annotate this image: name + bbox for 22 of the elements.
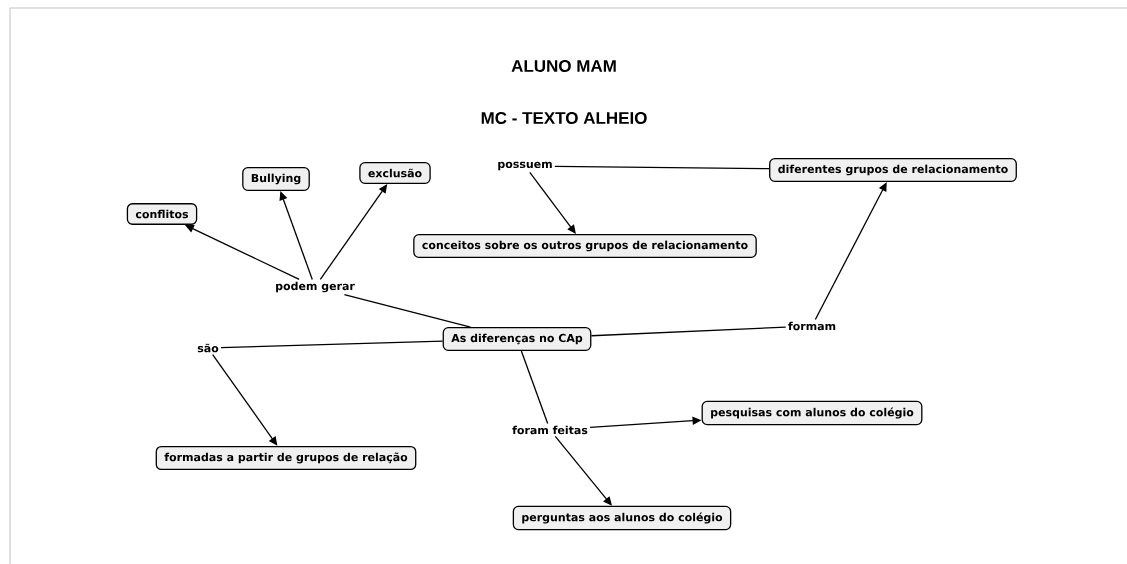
linking-phrase: possuem xyxy=(495,159,555,173)
concept-box: pesquisas com alunos do colégio xyxy=(701,400,923,426)
linking-phrase: são xyxy=(195,341,221,355)
concept-box: As diferenças no CAp xyxy=(442,327,592,351)
subtitle: MC - TEXTO ALHEIO xyxy=(481,112,647,124)
linking-phrase: foram feitas xyxy=(510,423,590,437)
concept-box: Bullying xyxy=(242,167,310,191)
arrow xyxy=(279,191,313,281)
concept-box: formadas a partir de grupos de relação xyxy=(155,445,417,471)
arrow xyxy=(554,435,612,506)
linking-phrase: podem gerar xyxy=(273,279,357,295)
title: ALUNO MAM xyxy=(511,60,616,72)
concept-box: exclusão xyxy=(359,162,431,184)
concept-box: conflitos xyxy=(126,203,198,225)
concept-box: perguntas aos alunos do colégio xyxy=(512,505,732,531)
concept-box: diferentes grupos de relacionamento xyxy=(769,158,1017,182)
arrow xyxy=(814,182,887,321)
arrow xyxy=(529,171,576,234)
arrow xyxy=(319,184,388,281)
concept-box: conceitos sobre os outros grupos de relacionamento xyxy=(413,234,757,258)
arrow xyxy=(212,353,278,446)
linking-phrase: formam xyxy=(785,319,839,333)
